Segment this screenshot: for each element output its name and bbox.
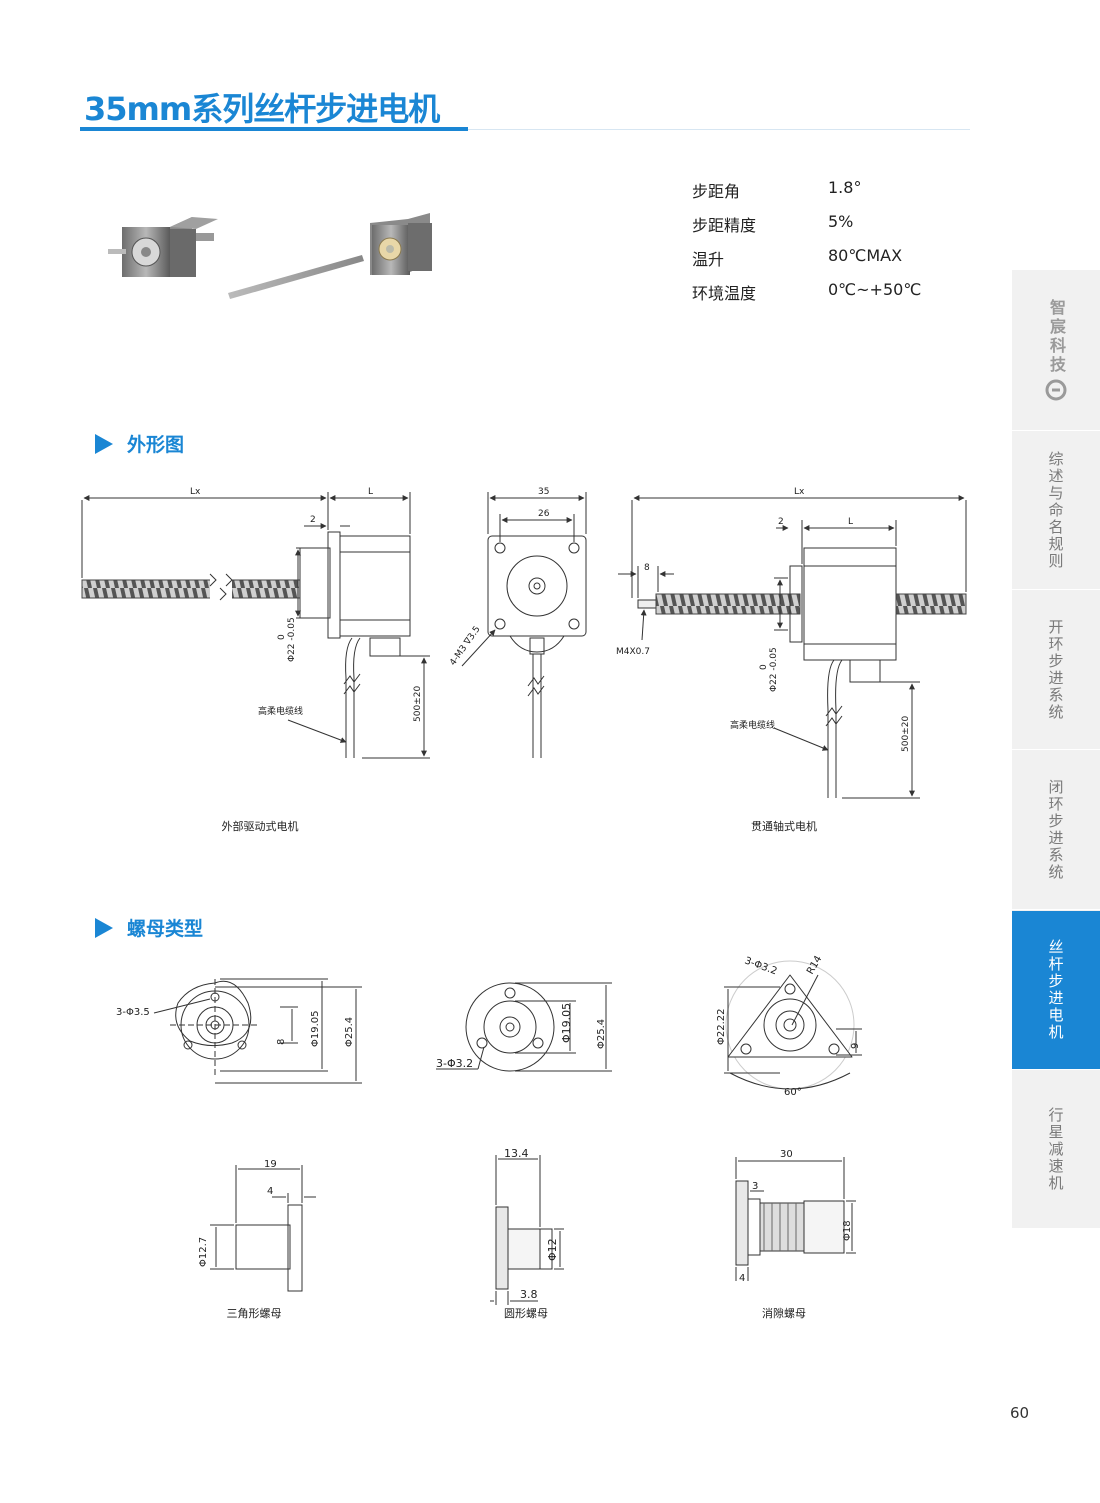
dim-2-2: 2 <box>778 517 784 527</box>
spec-row: 环境温度 0℃~+50℃ <box>692 280 921 314</box>
section-title: 螺母类型 <box>127 918 204 940</box>
cable-label-2: 高柔电缆线 <box>730 719 775 731</box>
drawing-front-view <box>461 492 587 758</box>
ab-len4: 4 <box>739 1273 745 1284</box>
dim-lx: Lx <box>190 487 201 497</box>
dim-diameter-tol-2: 0 <box>759 664 769 670</box>
caption-antibacklash-nut: 消隙螺母 <box>762 1307 806 1320</box>
drawing-antibacklash-nut-front <box>724 960 862 1090</box>
spec-row: 温升 80℃MAX <box>692 246 921 280</box>
title-underline <box>80 127 468 131</box>
holes-label: 4-M3 ∇3.5 <box>448 625 482 668</box>
tri-d19: Φ19.05 <box>310 1011 321 1048</box>
spec-value: 1.8° <box>828 178 862 197</box>
spec-value: 5% <box>828 212 854 231</box>
caption-round-nut: 圆形螺母 <box>504 1307 548 1320</box>
triangle-bullet-icon <box>95 917 113 938</box>
dim-diameter-2: Φ22 -0.05 <box>769 647 779 692</box>
drawing-round-nut-side <box>490 1155 564 1305</box>
sidebar-item-planetary[interactable]: 行星减速机 <box>1012 1070 1100 1229</box>
cable-label: 高柔电缆线 <box>258 705 303 717</box>
caption-external-motor: 外部驱动式电机 <box>221 820 299 833</box>
round-len134: 13.4 <box>504 1147 529 1160</box>
brand-name: 智宸科技 <box>1047 299 1066 375</box>
spec-label: 温升 <box>692 250 725 269</box>
thread-label: M4X0.7 <box>616 647 650 657</box>
spec-label: 步距精度 <box>692 216 757 235</box>
leadscrew-rod <box>228 255 364 299</box>
ab-d18: Φ18 <box>842 1220 853 1241</box>
triangle-bullet-icon <box>95 433 113 454</box>
tri-d127: Φ12.7 <box>198 1237 209 1267</box>
tri-holes: 3-Φ3.5 <box>116 1007 150 1018</box>
dim-l-2: L <box>848 517 853 527</box>
round-d25: Φ25.4 <box>596 1019 607 1049</box>
tri-len19: 19 <box>264 1159 277 1170</box>
sidebar-item-leadscrew[interactable]: 丝杆步进电机 <box>1012 911 1100 1070</box>
caption-through-motor: 贯通轴式电机 <box>751 820 817 833</box>
section-heading-outline: 外形图 <box>95 430 184 457</box>
section-title: 外形图 <box>127 434 185 456</box>
tri-len4: 4 <box>267 1186 273 1197</box>
motor-photo-1 <box>108 217 218 277</box>
ab-r14: R14 <box>805 954 824 977</box>
spec-label: 环境温度 <box>692 284 757 303</box>
round-len38: 3.8 <box>520 1288 538 1301</box>
ab-len3: 3 <box>752 1181 758 1192</box>
sidebar-item-overview[interactable]: 综述与命名规则 <box>1012 431 1100 590</box>
nut-drawings: 3-Φ3.5 8 Φ19.05 Φ25.4 3-Φ3.2 Φ19.05 Φ25.… <box>116 954 862 1305</box>
spec-table: 步距角 1.8° 步距精度 5% 温升 80℃MAX 环境温度 0℃~+50℃ <box>692 178 921 314</box>
cable-length: 500±20 <box>413 686 423 722</box>
title-rule <box>80 129 970 130</box>
dim-diameter: Φ22 -0.05 <box>287 617 297 662</box>
drawing-round-nut-front <box>436 982 612 1072</box>
tri-d25: Φ25.4 <box>344 1017 355 1047</box>
dim-diameter-tol: 0 <box>277 634 287 640</box>
caption-triangle-nut: 三角形螺母 <box>226 1307 282 1320</box>
drawing-external-motor <box>81 492 430 759</box>
sidebar-item-closed-loop[interactable]: 闭环步进系统 <box>1012 751 1100 910</box>
drawing-triangle-nut-front <box>153 978 362 1084</box>
spec-value: 80℃MAX <box>828 246 903 265</box>
dim-26: 26 <box>538 509 550 519</box>
brand-logo-icon <box>1045 379 1067 401</box>
drawing-antibacklash-nut-side <box>735 1157 856 1281</box>
dim-35: 35 <box>538 487 549 497</box>
ab-holes: 3-Φ3.2 <box>743 955 778 977</box>
dim-lx-2: Lx <box>794 487 805 497</box>
round-d19: Φ19.05 <box>560 1003 573 1043</box>
page-title: 35mm系列丝杆步进电机 <box>84 90 440 128</box>
spec-row: 步距精度 5% <box>692 212 921 246</box>
round-holes: 3-Φ3.2 <box>436 1057 473 1070</box>
page-number: 60 <box>1010 1404 1030 1422</box>
cable-length-2: 500±20 <box>901 716 911 752</box>
spec-label: 步距角 <box>692 182 741 201</box>
drawing-through-motor <box>618 495 967 799</box>
spec-value: 0℃~+50℃ <box>828 280 922 299</box>
tri-d8: 8 <box>276 1039 287 1045</box>
drawing-triangle-nut-side <box>210 1165 316 1292</box>
dim-8: 8 <box>644 563 650 573</box>
product-photos <box>108 213 432 299</box>
dim-l: L <box>368 487 373 497</box>
ab-angle: 60° <box>784 1087 802 1098</box>
round-d12: Φ12 <box>546 1238 559 1261</box>
section-heading-nuts: 螺母类型 <box>95 914 203 941</box>
motor-photo-2 <box>370 213 432 275</box>
spec-row: 步距角 1.8° <box>692 178 921 212</box>
ab-len30: 30 <box>780 1149 793 1160</box>
ab-d22: Φ22.22 <box>716 1009 727 1046</box>
sidebar-item-open-loop[interactable]: 开环步进系统 <box>1012 591 1100 750</box>
ab-d9: 9 <box>850 1043 861 1049</box>
sidebar-brand: 智宸科技 <box>1012 270 1100 431</box>
outline-drawings: Lx L 2 Φ22 -0.05 0 高柔电缆线 500±20 35 26 4-… <box>81 487 967 799</box>
dim-2: 2 <box>310 515 316 525</box>
